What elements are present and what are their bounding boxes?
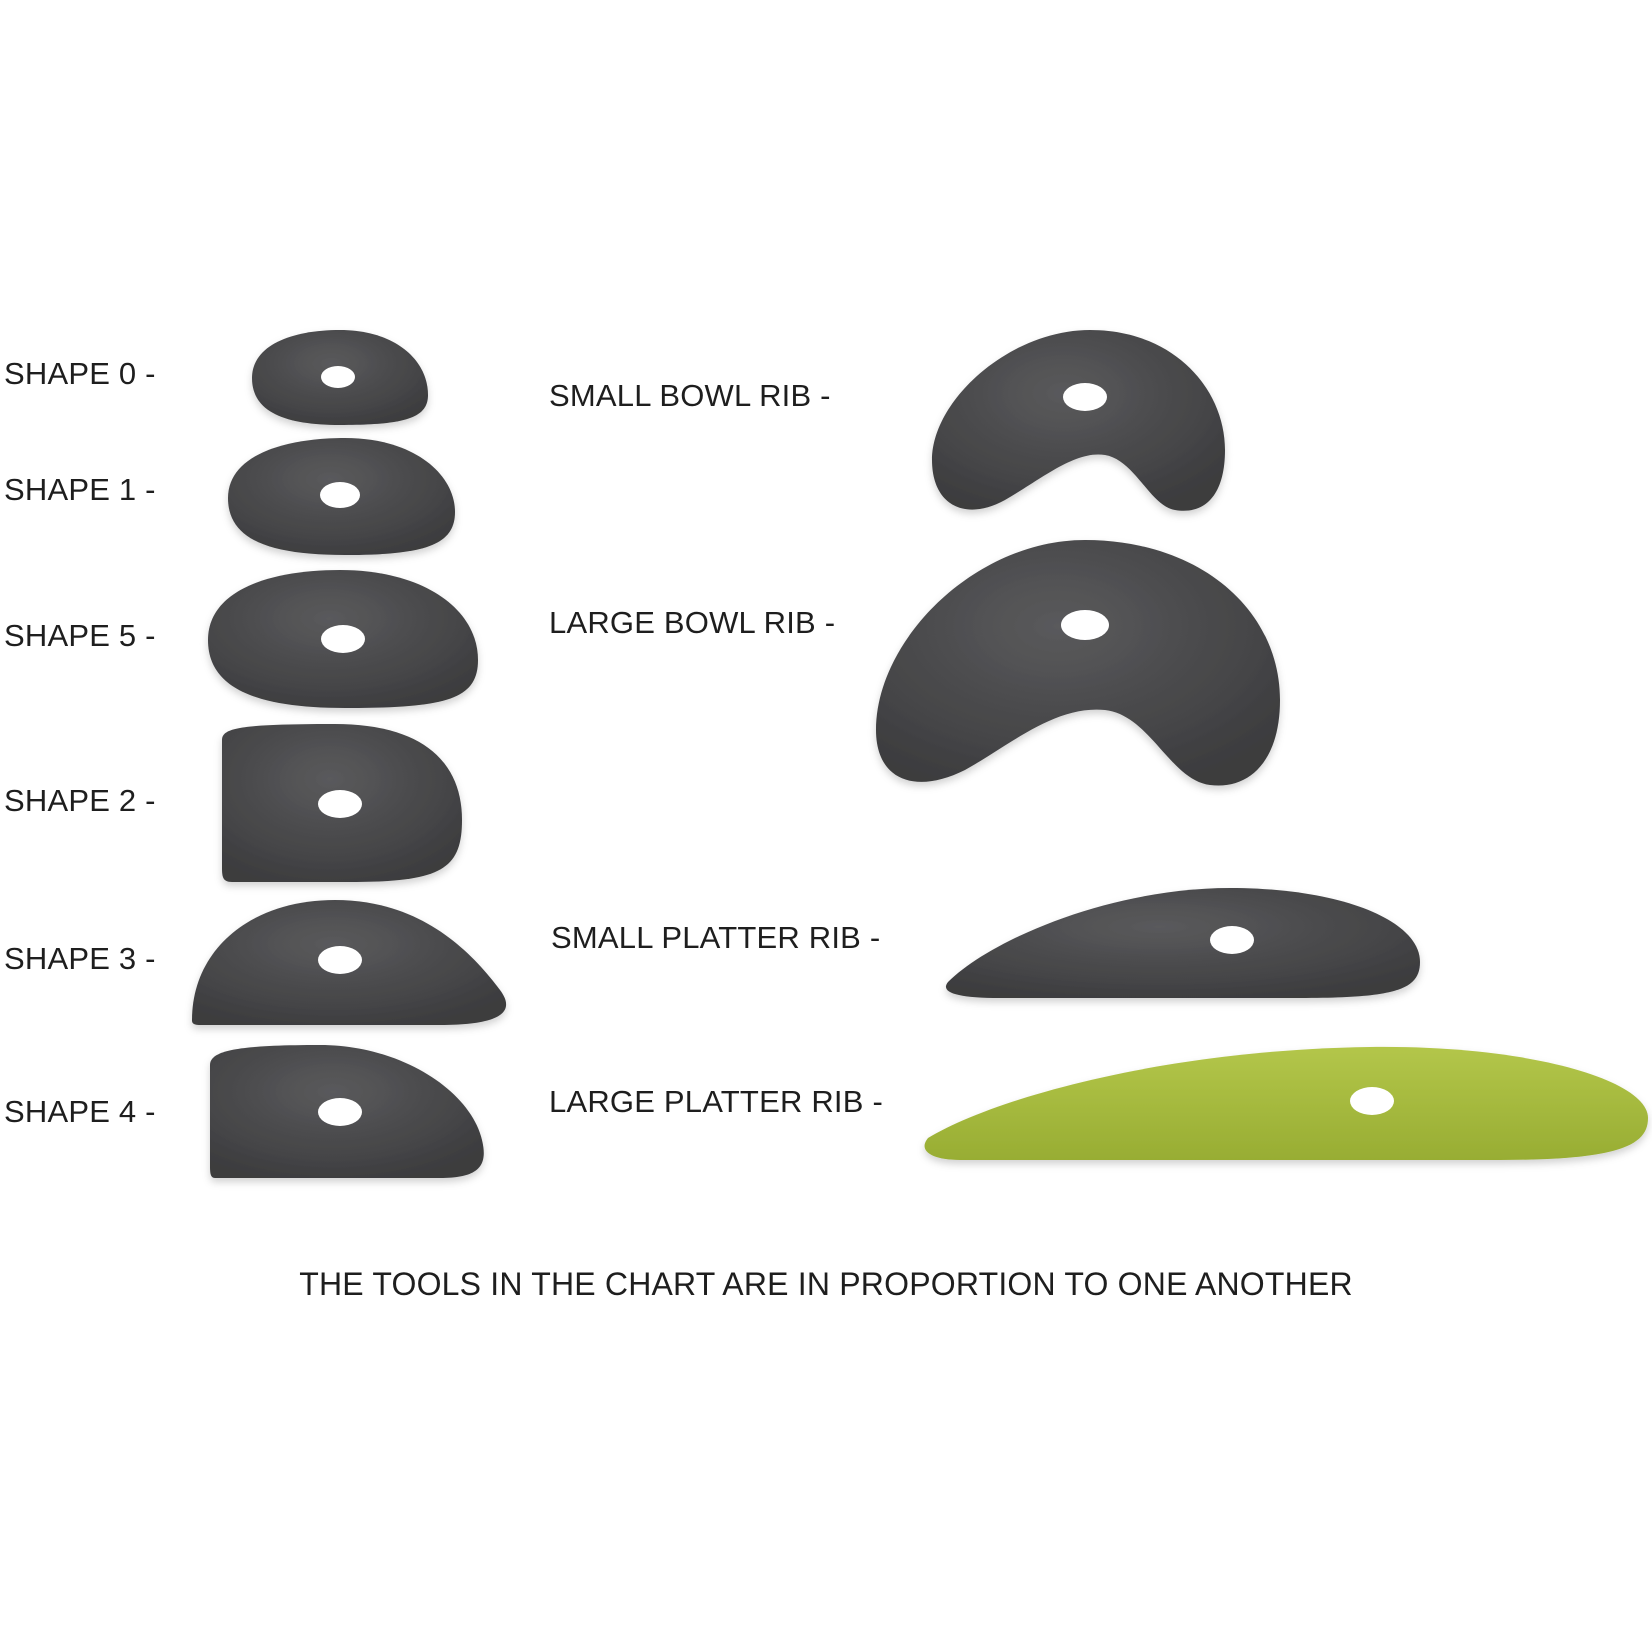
large-platter-rib-label: LARGE PLATTER RIB - — [549, 1084, 883, 1119]
small-bowl-rib-label: SMALL BOWL RIB - — [549, 378, 831, 413]
shape-1-hole — [320, 482, 360, 508]
large-platter-rib — [924, 1046, 1648, 1160]
shape-1-rib — [228, 438, 455, 555]
shape-4-hole — [318, 1098, 362, 1126]
large-platter-rib-hole — [1350, 1087, 1394, 1115]
shape-0-hole — [321, 366, 355, 388]
small-platter-rib — [945, 888, 1420, 998]
shape-3-label: SHAPE 3 - — [4, 941, 156, 976]
small-platter-rib-label: SMALL PLATTER RIB - — [551, 920, 881, 955]
large-bowl-rib — [876, 540, 1280, 786]
shape-5-hole — [321, 625, 365, 653]
large-bowl-rib-label: LARGE BOWL RIB - — [549, 605, 836, 640]
shape-4-label: SHAPE 4 - — [4, 1094, 156, 1129]
shape-4-rib — [210, 1045, 484, 1178]
large-bowl-rib-hole — [1061, 610, 1109, 640]
proportion-caption: THE TOOLS IN THE CHART ARE IN PROPORTION… — [299, 1266, 1353, 1302]
shape-2-rib — [222, 724, 462, 882]
small-bowl-rib-hole — [1063, 383, 1107, 411]
small-bowl-rib — [932, 330, 1225, 511]
shape-2-label: SHAPE 2 - — [4, 783, 156, 818]
shape-1-label: SHAPE 1 - — [4, 472, 156, 507]
small-platter-rib-hole — [1210, 926, 1254, 954]
shape-0-rib — [252, 330, 428, 425]
shape-3-rib — [192, 900, 507, 1025]
shape-5-label: SHAPE 5 - — [4, 618, 156, 653]
shape-3-hole — [318, 946, 362, 974]
shape-5-rib — [208, 570, 478, 708]
shape-0-label: SHAPE 0 - — [4, 356, 156, 391]
shape-2-hole — [318, 790, 362, 818]
